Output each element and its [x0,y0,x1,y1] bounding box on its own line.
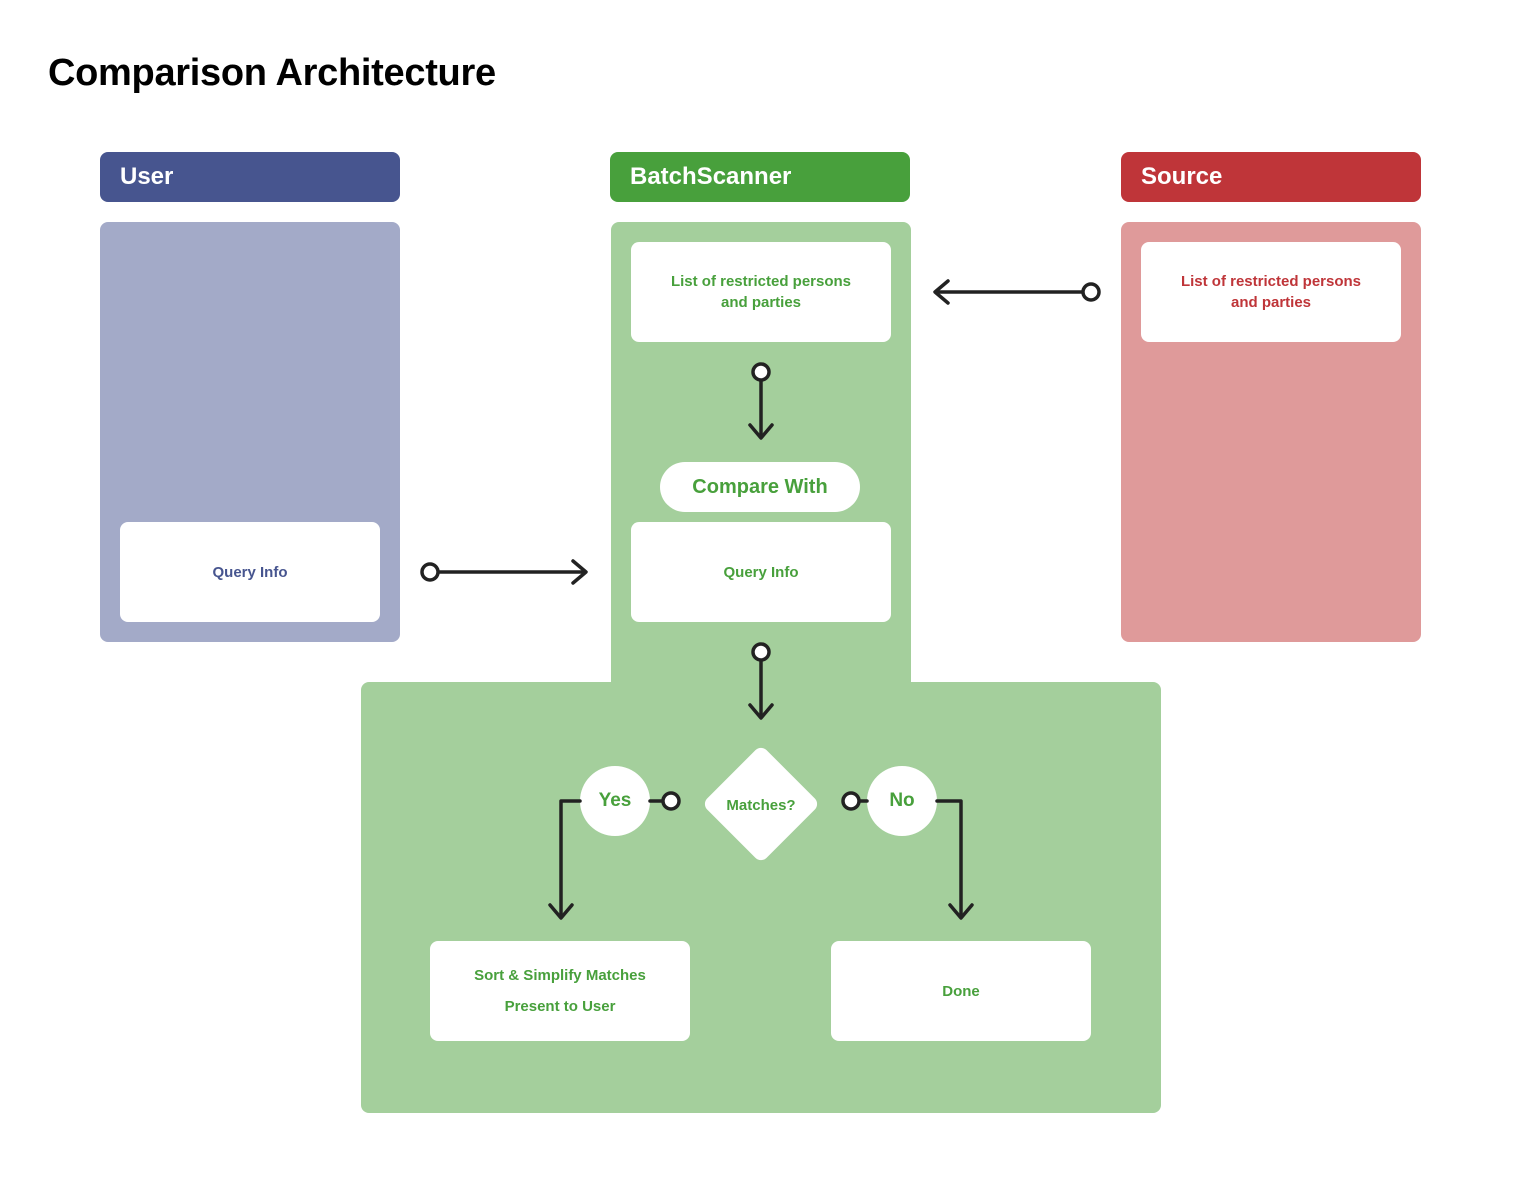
scanner-restricted-list-line-2: and parties [720,294,802,311]
matches-label: Matches? [726,796,796,814]
user-query-info-card: Query Info [120,522,380,622]
open-arrowhead-icon [548,903,574,920]
user-to-scanner-connector [420,559,588,585]
open-arrowhead-icon [933,279,950,305]
matches-decision: Matches? [701,745,821,865]
source-lane-label: Source [1141,163,1223,190]
user-lane-header: User [100,152,400,202]
no-branch-circle: No [867,766,937,836]
open-arrowhead-icon [748,423,774,440]
compare-with-pill: Compare With [660,462,860,512]
source-lane-header: Source [1121,152,1421,202]
sort-simplify-card: Sort & Simplify Matches Present to User [430,941,690,1041]
source-restricted-list-card: List of restricted persons and parties [1141,242,1401,342]
user-lane-label: User [120,163,174,190]
scanner-lane-label: BatchScanner [630,163,792,190]
compare-with-label: Compare With [692,475,828,498]
scanner-query-info-label: Query Info [723,563,799,581]
page-title: Comparison Architecture [48,52,496,94]
open-arrowhead-icon [948,903,974,920]
yes-branch-circle: Yes [580,766,650,836]
user-query-info-label: Query Info [212,563,288,581]
sort-simplify-line-2: Present to User [504,998,616,1015]
list-to-compare-connector [748,362,774,440]
hollow-circle-icon [1081,282,1101,302]
done-label: Done [942,982,980,1000]
open-arrowhead-icon [571,559,588,585]
sort-simplify-line-1: Sort & Simplify Matches [474,967,646,984]
source-restricted-list-line-1: List of restricted persons [1180,273,1362,290]
yes-label: Yes [598,790,632,811]
scanner-restricted-list-line-1: List of restricted persons [670,273,852,290]
scanner-query-info-card: Query Info [631,522,891,622]
no-branch-connector [841,791,974,920]
done-card: Done [831,941,1091,1041]
open-arrowhead-icon [748,703,774,720]
query-to-matches-connector [748,642,774,720]
hollow-circle-icon [420,562,440,582]
hollow-circle-icon [661,791,681,811]
yes-branch-connector [548,791,681,920]
source-restricted-list-line-2: and parties [1230,294,1312,311]
hollow-circle-icon [841,791,861,811]
hollow-circle-icon [751,362,771,382]
scanner-restricted-list-card: List of restricted persons and parties [631,242,891,342]
scanner-lane-header: BatchScanner [610,152,910,202]
source-to-scanner-connector [933,279,1101,305]
hollow-circle-icon [751,642,771,662]
no-label: No [889,790,915,811]
